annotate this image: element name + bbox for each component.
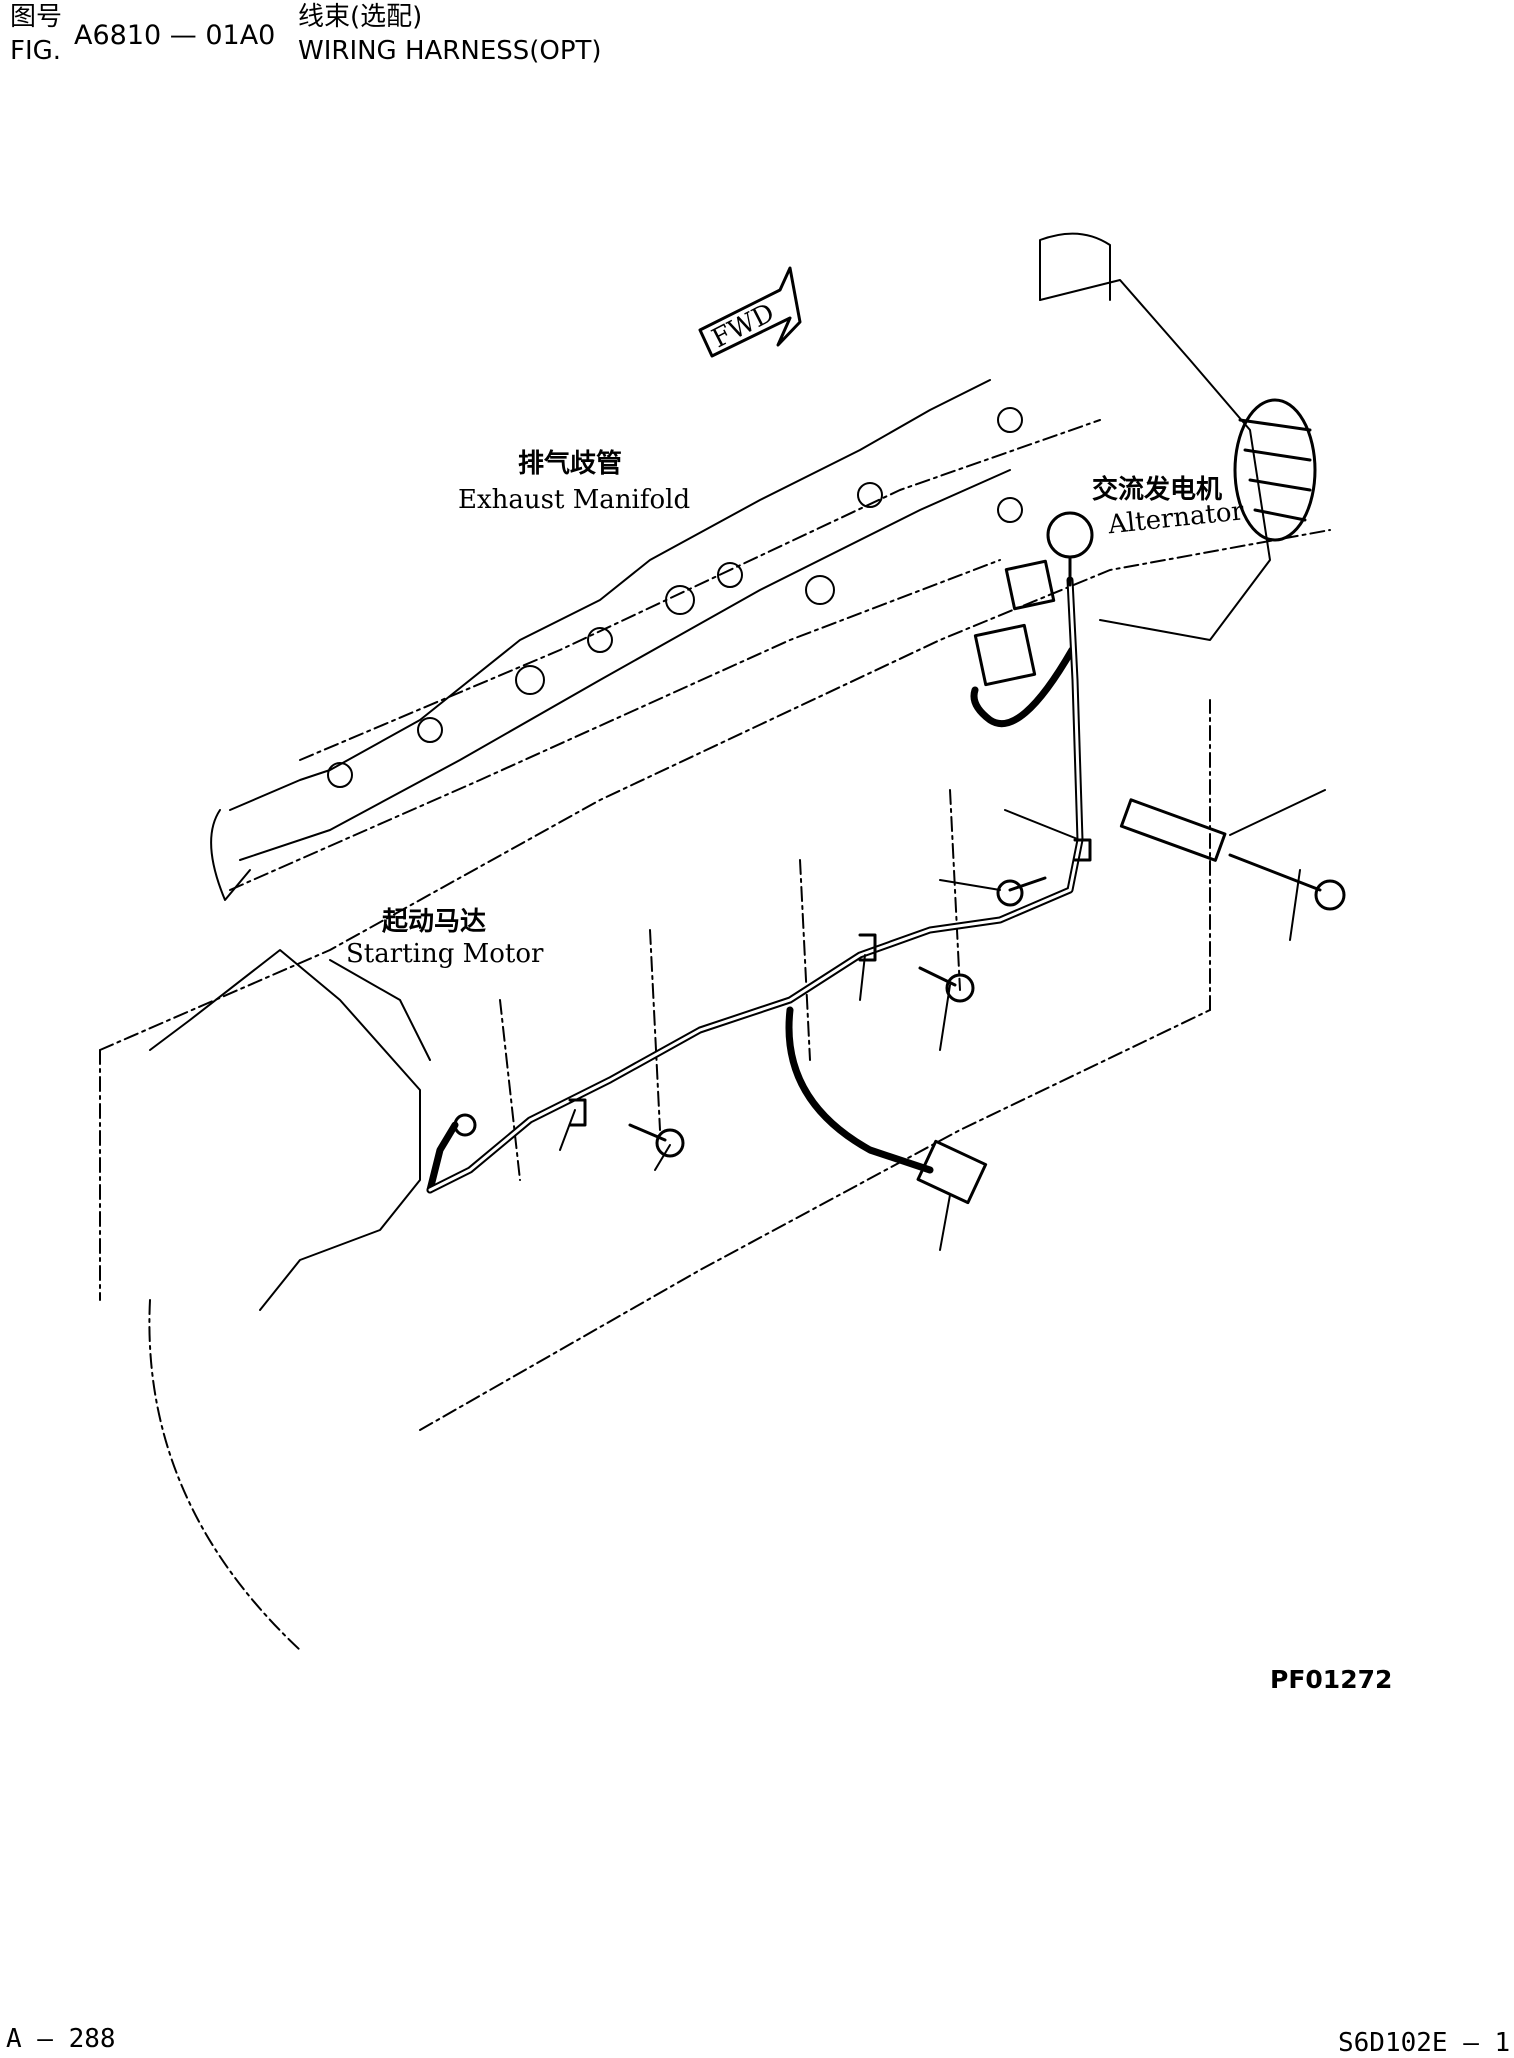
plate-code: PF01272 bbox=[1270, 1665, 1393, 1694]
callout-lines bbox=[559, 789, 1326, 1251]
clamps bbox=[568, 798, 1227, 1127]
starting-motor bbox=[149, 949, 431, 1311]
starter-terminal-icon bbox=[453, 1113, 477, 1137]
model-code: S6D102E — 1 bbox=[1338, 2028, 1511, 2058]
starting-label-cn: 起动马达 bbox=[382, 907, 486, 937]
relay-connector-icon bbox=[973, 559, 1056, 687]
alternator-terminal-icon bbox=[1046, 511, 1094, 587]
title-cn: 线束(选配) bbox=[298, 2, 423, 32]
bolts bbox=[628, 853, 1346, 1158]
fig-label-cn: 图号 bbox=[10, 2, 63, 32]
alternator bbox=[1039, 232, 1317, 641]
starting-label-en: Starting Motor bbox=[346, 939, 544, 969]
title-en: WIRING HARNESS(OPT) bbox=[298, 36, 602, 66]
exhaust-manifold bbox=[210, 379, 1023, 901]
fwd-arrow-icon: FWD bbox=[698, 266, 802, 358]
alternator-label-cn: 交流发电机 bbox=[1092, 474, 1222, 505]
figure-number: A6810 — 01A0 bbox=[74, 20, 276, 51]
exhaust-label-en: Exhaust Manifold bbox=[458, 485, 690, 515]
page-number: A — 288 bbox=[6, 2024, 116, 2054]
fwd-label: FWD bbox=[707, 298, 779, 355]
harness-end-connector-icon bbox=[916, 1139, 988, 1205]
fig-label-en: FIG. bbox=[10, 36, 62, 66]
engine-block-outline bbox=[99, 419, 1331, 1651]
exhaust-label-cn: 排气歧管 bbox=[518, 448, 622, 479]
